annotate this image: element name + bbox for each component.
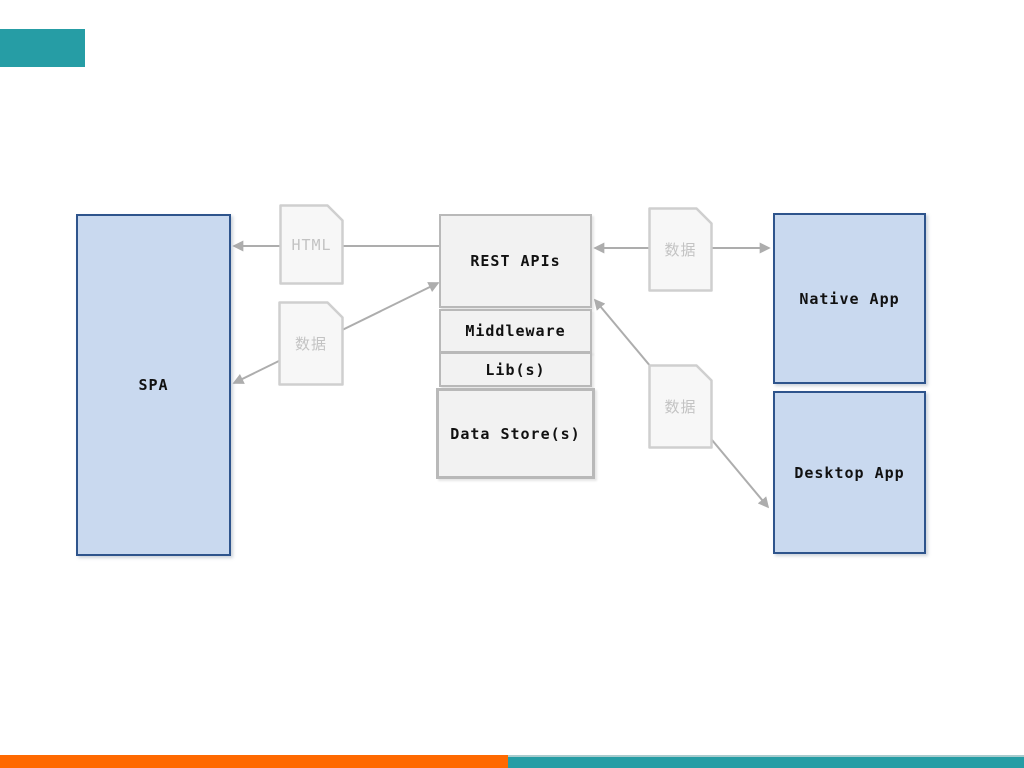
libs-node: Lib(s)	[439, 352, 592, 387]
desktop-app-node-label: Desktop App	[794, 463, 905, 482]
rest-apis-node-label: REST APIs	[470, 252, 561, 270]
native-app-node: Native App	[773, 213, 926, 384]
bottom-accent-bar-teal	[508, 755, 1024, 768]
desktop-app-node: Desktop App	[773, 391, 926, 554]
data-document-icon: 数据	[278, 301, 344, 386]
data-document-label: 数据	[294, 335, 327, 353]
top-accent-bar	[0, 29, 85, 67]
bottom-accent-bar-orange	[0, 755, 508, 768]
data-document-icon: 数据	[648, 364, 713, 449]
data-store-node-label: Data Store(s)	[450, 424, 581, 443]
rest-apis-node: REST APIs	[439, 214, 592, 308]
html-document-label: HTML	[291, 235, 332, 254]
data-document-label: 数据	[664, 398, 697, 416]
data-store-node: Data Store(s)	[436, 388, 595, 479]
middleware-node-label: Middleware	[465, 322, 566, 340]
html-document-icon: HTML	[279, 204, 344, 285]
spa-node-label: SPA	[138, 376, 169, 394]
libs-node-label: Lib(s)	[485, 360, 546, 379]
spa-node: SPA	[76, 214, 231, 556]
native-app-node-label: Native App	[799, 289, 900, 308]
data-document-label: 数据	[664, 241, 697, 259]
middleware-node: Middleware	[439, 309, 592, 353]
data-document-icon: 数据	[648, 207, 713, 292]
